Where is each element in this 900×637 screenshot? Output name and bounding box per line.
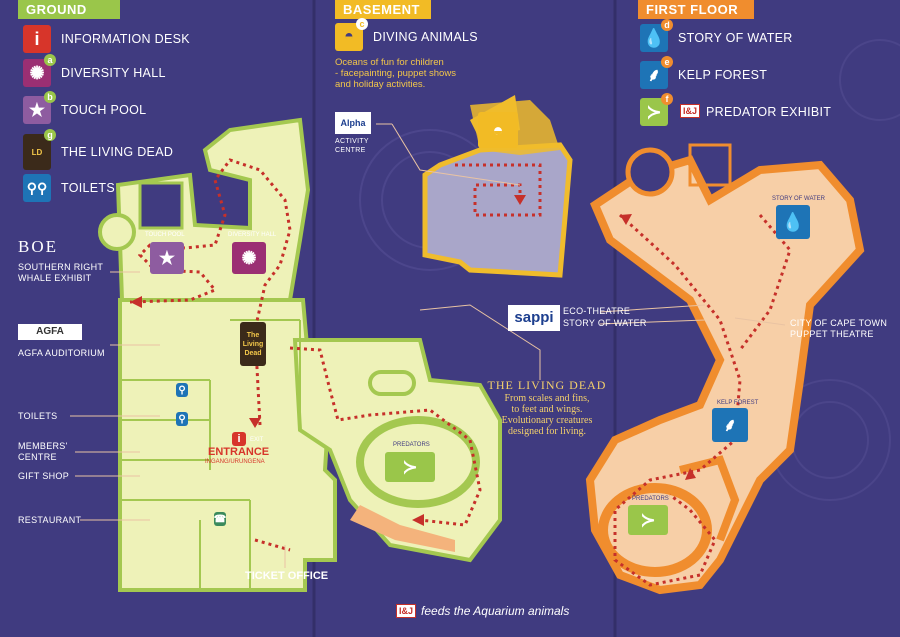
kelp-forest-map-icon[interactable]: ⸙: [712, 408, 748, 442]
legend-diving-animals: ◓c DIVING ANIMALS: [335, 18, 478, 52]
shark-icon: ≻f: [640, 93, 673, 126]
ij-footer-logo: I&J: [396, 604, 417, 618]
legend-label: STORY OF WATER: [678, 31, 793, 45]
diversity-hall-icon: ✺a: [23, 54, 56, 87]
legend-label: THE LIVING DEAD: [61, 145, 174, 159]
ticket-office-label: TICKET OFFICE: [245, 570, 329, 582]
predators-map-icon[interactable]: ≻: [385, 452, 435, 482]
story-of-water-map-label: STORY OF WATER: [772, 196, 826, 202]
first-floor-header: FIRST FLOOR: [638, 0, 754, 19]
exit-label: EXIT: [250, 437, 264, 443]
members-centre-label: MEMBERS' CENTRE: [18, 441, 68, 462]
sappi-logo: sappi: [508, 305, 560, 331]
legend-diversity-hall: ✺a DIVERSITY HALL: [23, 54, 166, 88]
starfish-icon: ★b: [23, 91, 56, 124]
touch-pool-map-label: TOUCH POOL: [145, 232, 185, 238]
legend-touch-pool: ★b TOUCH POOL: [23, 91, 147, 125]
legend-information-desk: i INFORMATION DESK: [23, 24, 190, 54]
basement-caption: Oceans of fun for children - facepaintin…: [335, 57, 456, 90]
phone-icon[interactable]: ☎: [213, 512, 227, 526]
gift-shop-label: GIFT SHOP: [18, 471, 70, 481]
legend-label: TOILETS: [61, 181, 115, 195]
entrance-subtitle: INGANG/URUNGENA: [205, 459, 265, 465]
footer-text: feeds the Aquarium animals: [421, 604, 570, 618]
activity-centre-label: ACTIVITY CENTRE: [335, 138, 369, 154]
alpha-logo: Alpha: [335, 112, 371, 134]
story-of-water-map-icon[interactable]: 💧: [776, 205, 810, 239]
diversity-hall-map-label: DIVERSITY HALL: [228, 232, 277, 238]
living-dead-map-icon[interactable]: The Living Dead: [240, 322, 266, 366]
boe-logo: BOE: [18, 237, 58, 256]
information-icon: i: [23, 25, 51, 53]
ij-logo: I&J: [680, 104, 701, 118]
entrance-label: ENTRANCE: [208, 446, 270, 458]
footer: I&J feeds the Aquarium animals: [396, 604, 569, 618]
living-dead-text: From scales and fins, to feet and wings.…: [501, 393, 593, 437]
agfa-logo: AGFA: [18, 324, 82, 340]
kelp-icon: ⸙e: [640, 56, 673, 89]
touch-pool-map-icon[interactable]: ★: [150, 242, 184, 274]
legend-label: KELP FOREST: [678, 68, 768, 82]
legend-label: TOUCH POOL: [61, 103, 147, 117]
living-dead-description: THE LIVING DEAD From scales and fins, to…: [462, 378, 632, 437]
toilet-map-icon[interactable]: ⚲: [176, 383, 188, 397]
restaurant-label: RESTAURANT: [18, 515, 82, 525]
information-desk-map-icon[interactable]: i: [232, 432, 246, 446]
legend-label: DIVING ANIMALS: [373, 30, 478, 44]
water-drop-icon: 💧d: [640, 19, 673, 52]
toilet-map-icon[interactable]: ⚲: [176, 412, 188, 426]
legend-label: PREDATOR EXHIBIT: [706, 105, 832, 119]
seal-icon: ◓c: [335, 18, 368, 51]
eco-theatre-label: ECO-THEATRE: [563, 306, 631, 316]
legend-toilets: ⚲⚲ TOILETS: [23, 173, 115, 203]
kelp-forest-map-label: KELP FOREST: [717, 400, 759, 406]
legend-label: DIVERSITY HALL: [61, 66, 166, 80]
agfa-auditorium-label: AGFA AUDITORIUM: [18, 348, 105, 358]
legend-kelp-forest: ⸙e KELP FOREST: [640, 56, 768, 90]
basement-header: BASEMENT: [335, 0, 431, 19]
diversity-hall-map-icon[interactable]: ✺: [232, 242, 266, 274]
legend-predator-exhibit: ≻f I&J PREDATOR EXHIBIT: [640, 93, 832, 127]
ground-header: GROUND: [18, 0, 120, 19]
predators-map-label: PREDATORS: [393, 442, 430, 448]
diving-animals-map-icon[interactable]: ◓: [478, 112, 518, 148]
living-dead-title: THE LIVING DEAD: [487, 378, 607, 392]
predators-first-map-icon[interactable]: ≻: [628, 505, 668, 535]
story-of-water-label: STORY OF WATER: [563, 318, 647, 328]
predators-first-map-label: PREDATORS: [632, 496, 669, 502]
legend-story-of-water: 💧d STORY OF WATER: [640, 19, 793, 53]
toilets-label: TOILETS: [18, 411, 58, 421]
whale-exhibit-label: SOUTHERN RIGHT WHALE EXHIBIT: [18, 262, 104, 283]
city-puppet-theatre-label: CITY OF CAPE TOWN PUPPET THEATRE: [790, 318, 888, 339]
legend-label: INFORMATION DESK: [61, 32, 190, 46]
toilets-icon: ⚲⚲: [23, 174, 51, 202]
